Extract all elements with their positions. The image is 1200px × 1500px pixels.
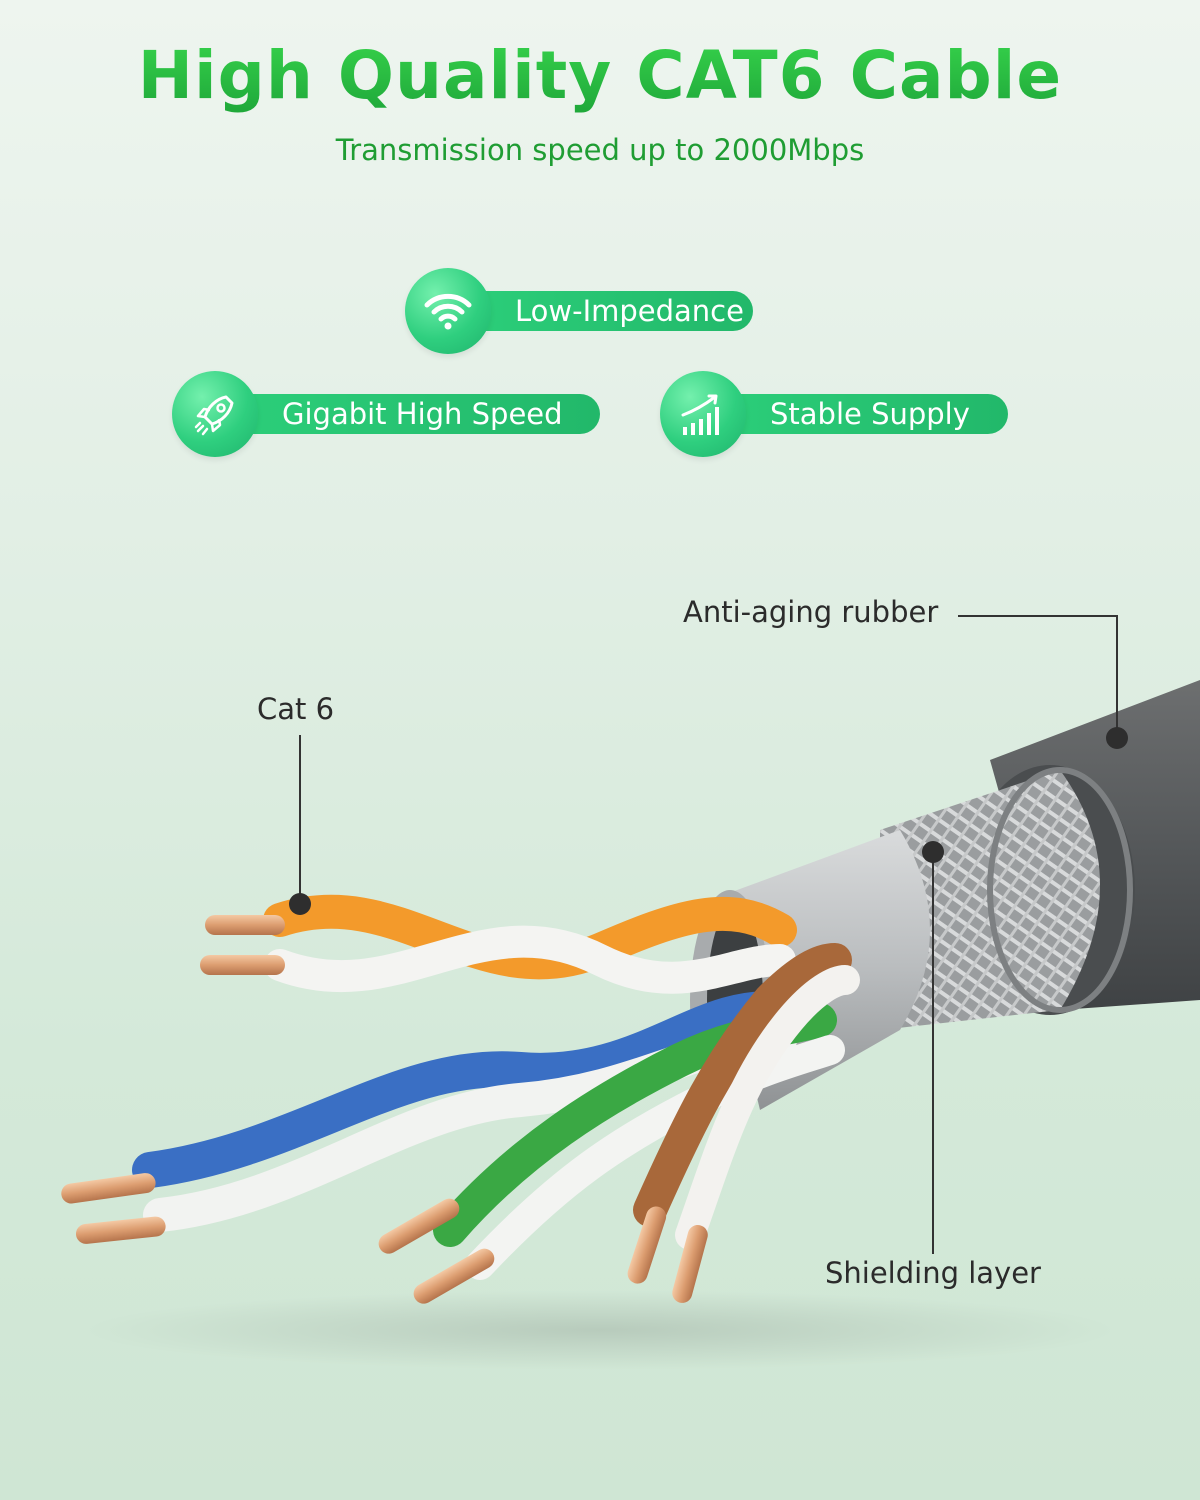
callout-anti-aging-rubber: Anti-aging rubber bbox=[683, 595, 939, 629]
feature-badge-stable-supply: Stable Supply bbox=[660, 371, 1008, 457]
rocket-icon bbox=[172, 371, 258, 457]
feature-label: Stable Supply bbox=[710, 394, 1008, 434]
page-title: High Quality CAT6 Cable bbox=[0, 39, 1200, 113]
callout-cat6: Cat 6 bbox=[257, 692, 335, 726]
feature-label: Gigabit High Speed bbox=[222, 394, 600, 434]
wifi-icon bbox=[405, 268, 491, 354]
page-subtitle: Transmission speed up to 2000Mbps bbox=[335, 133, 865, 167]
signal-bars-icon bbox=[660, 371, 746, 457]
callout-shielding-layer: Shielding layer bbox=[825, 1256, 1041, 1290]
feature-label: Low-Impedance bbox=[455, 291, 753, 331]
feature-badge-gigabit: Gigabit High Speed bbox=[172, 371, 600, 457]
feature-badge-low-impedance: Low-Impedance bbox=[405, 268, 753, 354]
